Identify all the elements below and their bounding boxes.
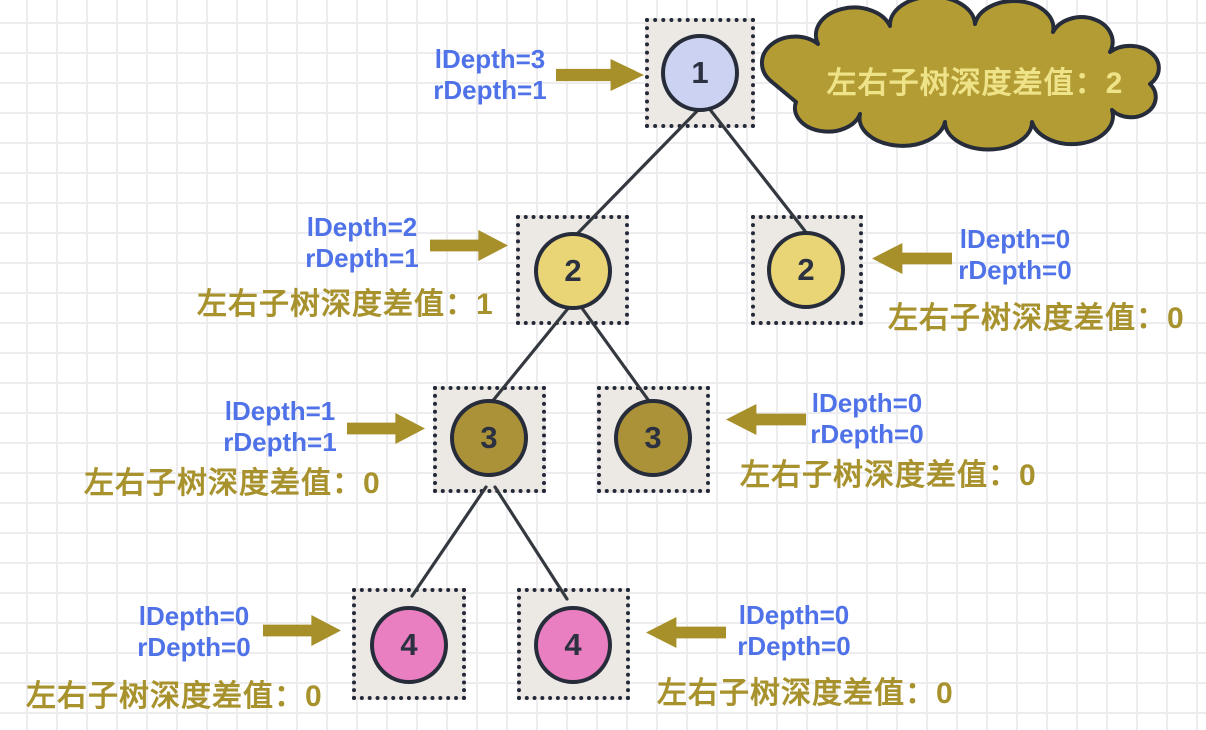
rdepth-text: rDepth=0 xyxy=(737,631,851,661)
depth-label-4-left: lDepth=0 rDepth=0 xyxy=(132,601,256,663)
edge-1-2right xyxy=(706,105,807,233)
node-4-right: 4 xyxy=(534,606,612,684)
depth-label-2-left: lDepth=2 rDepth=1 xyxy=(292,212,432,274)
node-value: 4 xyxy=(400,627,418,662)
rdepth-text: rDepth=1 xyxy=(223,427,337,457)
ldepth-text: lDepth=0 xyxy=(811,388,923,418)
rdepth-text: rDepth=1 xyxy=(305,243,419,273)
depth-label-3-left: lDepth=1 rDepth=1 xyxy=(218,396,342,458)
node-value: 2 xyxy=(797,252,815,287)
diff-label-4-left: 左右子树深度差值：0 xyxy=(26,680,323,713)
depth-label-2-right: lDepth=0 rDepth=0 xyxy=(950,224,1080,286)
node-2-right: 2 xyxy=(767,231,845,309)
edge-2-3left xyxy=(489,304,572,405)
rdepth-text: rDepth=1 xyxy=(433,75,547,105)
node-value: 3 xyxy=(644,420,662,455)
edge-1-2left xyxy=(575,105,703,236)
rdepth-text: rDepth=0 xyxy=(137,632,251,662)
edge-3-4left xyxy=(410,485,488,598)
diff-label-4-right: 左右子树深度差值：0 xyxy=(657,677,954,710)
cloud-label: 左右子树深度差值：2 xyxy=(826,67,1124,100)
depth-label-root: lDepth=3 rDepth=1 xyxy=(420,44,560,106)
diff-label-2-left: 左右子树深度差值：1 xyxy=(197,288,494,321)
node-value: 4 xyxy=(564,627,582,662)
node-2-left: 2 xyxy=(534,232,612,310)
depth-label-4-right: lDepth=0 rDepth=0 xyxy=(732,600,856,662)
diff-label-3-left: 左右子树深度差值：0 xyxy=(84,467,381,500)
diff-label-2-right: 左右子树深度差值：0 xyxy=(888,302,1185,335)
ldepth-text: lDepth=0 xyxy=(738,600,850,630)
ldepth-text: lDepth=1 xyxy=(224,396,336,426)
edge-3-4right xyxy=(493,485,569,601)
node-3-left: 3 xyxy=(450,399,528,477)
node-3-right: 3 xyxy=(614,399,692,477)
depth-label-3-right: lDepth=0 rDepth=0 xyxy=(803,388,931,450)
edge-lines xyxy=(410,105,807,601)
ldepth-text: lDepth=2 xyxy=(306,212,418,242)
node-4-left: 4 xyxy=(370,606,448,684)
ldepth-text: lDepth=0 xyxy=(138,601,250,631)
rdepth-text: rDepth=0 xyxy=(958,255,1072,285)
edge-2-3right xyxy=(577,302,651,403)
node-value: 3 xyxy=(480,420,498,455)
ldepth-text: lDepth=0 xyxy=(959,224,1071,254)
cloud-callout xyxy=(759,0,1161,152)
node-value: 1 xyxy=(691,55,709,90)
ldepth-text: lDepth=3 xyxy=(434,44,546,74)
node-value: 2 xyxy=(564,253,582,288)
rdepth-text: rDepth=0 xyxy=(810,419,924,449)
diff-label-3-right: 左右子树深度差值：0 xyxy=(740,459,1037,492)
node-1: 1 xyxy=(661,34,739,112)
